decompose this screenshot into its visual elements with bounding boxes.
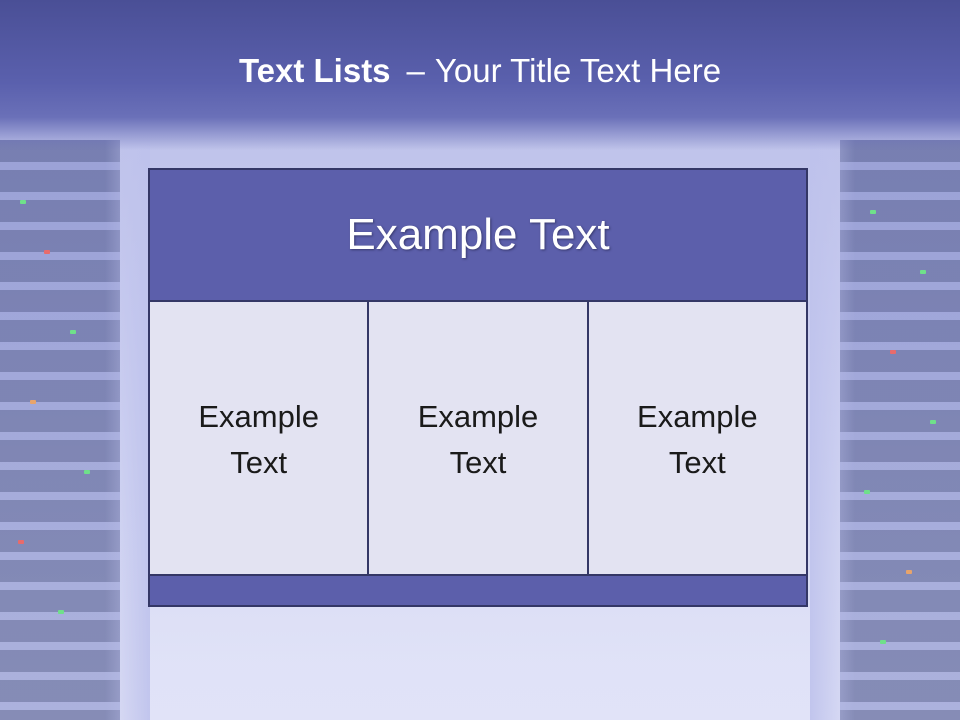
rack-led	[44, 250, 50, 254]
left-server-rack	[0, 140, 120, 720]
rack-led	[20, 200, 26, 204]
rack-led	[930, 420, 936, 424]
rack-led	[864, 490, 870, 494]
title-text: Your Title Text Here	[434, 52, 722, 89]
rack-led	[18, 540, 24, 544]
table-cell-1[interactable]: Example Text	[150, 302, 370, 578]
title-bold-text: Text Lists	[238, 52, 391, 89]
rack-led	[84, 470, 90, 474]
text-list-table: Example Text Example Text Example Text E…	[148, 168, 808, 607]
rack-led	[70, 330, 76, 334]
rack-led	[58, 610, 64, 614]
rack-fade	[810, 140, 855, 720]
table-header-text: Example Text	[346, 210, 610, 259]
rack-led	[890, 350, 896, 354]
table-cell-2[interactable]: Example Text	[369, 302, 589, 578]
table-cell-3[interactable]: Example Text	[637, 399, 758, 480]
title-separator: –	[406, 52, 425, 89]
table-cells-row: Example Text Example Text Example Text	[150, 302, 806, 578]
rack-led	[30, 400, 36, 404]
rack-led	[880, 640, 886, 644]
rack-led	[870, 210, 876, 214]
rack-led	[920, 270, 926, 274]
floor	[150, 600, 810, 720]
slide-title: Text Lists–Your Title Text Here	[0, 52, 960, 90]
table-footer-bar	[150, 574, 806, 605]
table-header[interactable]: Example Text	[150, 170, 806, 302]
rack-fade	[105, 140, 150, 720]
title-band	[0, 0, 960, 150]
rack-led	[906, 570, 912, 574]
right-server-rack	[840, 140, 960, 720]
